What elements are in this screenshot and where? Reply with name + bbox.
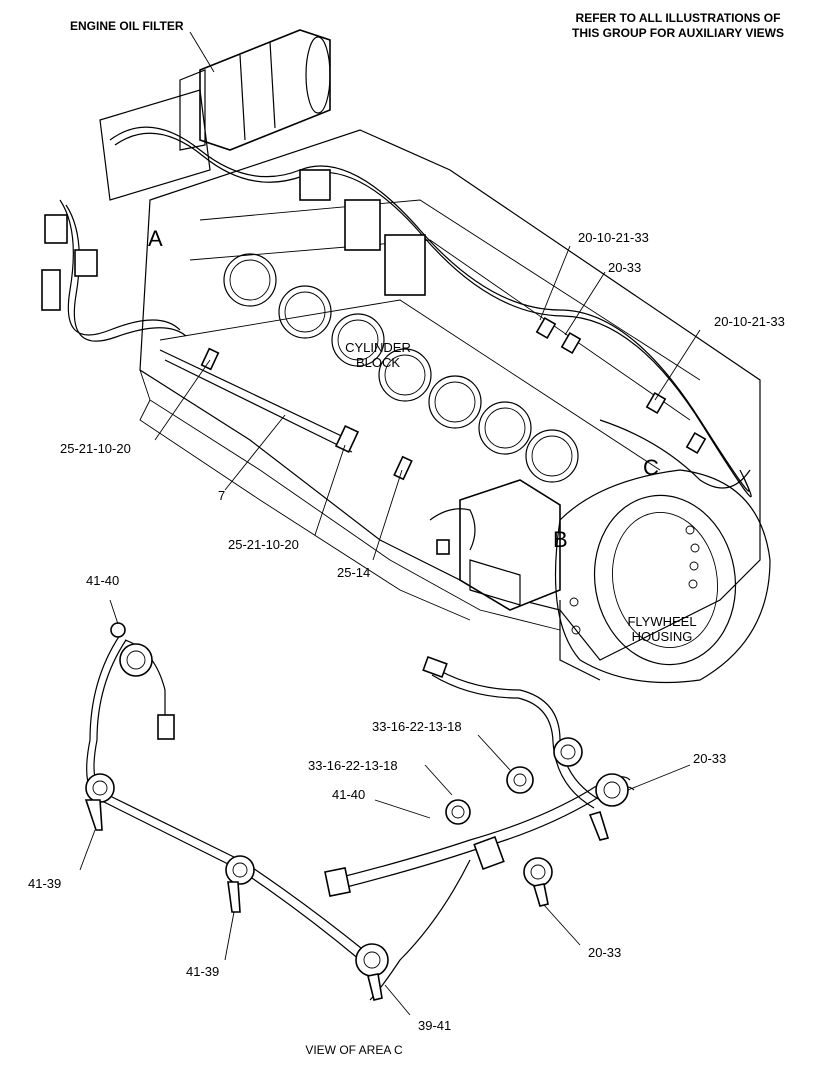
callout-label: 20-33 <box>588 945 621 960</box>
refer-note-line2: THIS GROUP FOR AUXILIARY VIEWS <box>572 26 784 40</box>
area-c-detail <box>84 622 635 1001</box>
oil-filter-drawing <box>99 29 331 201</box>
view-caption: VIEW OF AREA C <box>305 1043 403 1057</box>
engine-oil-filter-label: ENGINE OIL FILTER <box>70 19 184 33</box>
cylinder-block-label-line1: CYLINDER <box>345 340 411 355</box>
callout-label: 33-16-22-13-18 <box>308 758 398 773</box>
block-outline <box>139 129 761 661</box>
callout-label: 41-40 <box>332 787 365 802</box>
flywheel-housing-drawing <box>554 469 771 684</box>
callout-label: 41-39 <box>28 876 61 891</box>
harness-clips <box>84 622 629 1001</box>
callout-label: 41-40 <box>86 573 119 588</box>
engine-assembly <box>41 29 771 684</box>
area-a-label: A <box>148 226 163 251</box>
area-c-label: C <box>643 455 659 480</box>
cylinder-bores <box>223 253 579 483</box>
callout-label: 20-10-21-33 <box>578 230 649 245</box>
cylinder-block-label-line2: BLOCK <box>356 355 400 370</box>
callout-label: 20-33 <box>693 751 726 766</box>
leader-lines <box>79 31 701 1016</box>
callout-label: 33-16-22-13-18 <box>372 719 462 734</box>
callout-label: 25-21-10-20 <box>228 537 299 552</box>
callout-label: 20-10-21-33 <box>714 314 785 329</box>
refer-note-line1: REFER TO ALL ILLUSTRATIONS OF <box>576 11 781 25</box>
area-b-label: B <box>553 527 568 552</box>
callout-label: 20-33 <box>608 260 641 275</box>
callout-label: 41-39 <box>186 964 219 979</box>
callout-label: 25-14 <box>337 565 370 580</box>
callout-label: 25-21-10-20 <box>60 441 131 456</box>
callout-label: 39-41 <box>418 1018 451 1033</box>
flywheel-housing-label-line2: HOUSING <box>632 629 693 644</box>
flywheel-housing-label-line1: FLYWHEEL <box>627 614 696 629</box>
callout-label: 7 <box>218 488 225 503</box>
